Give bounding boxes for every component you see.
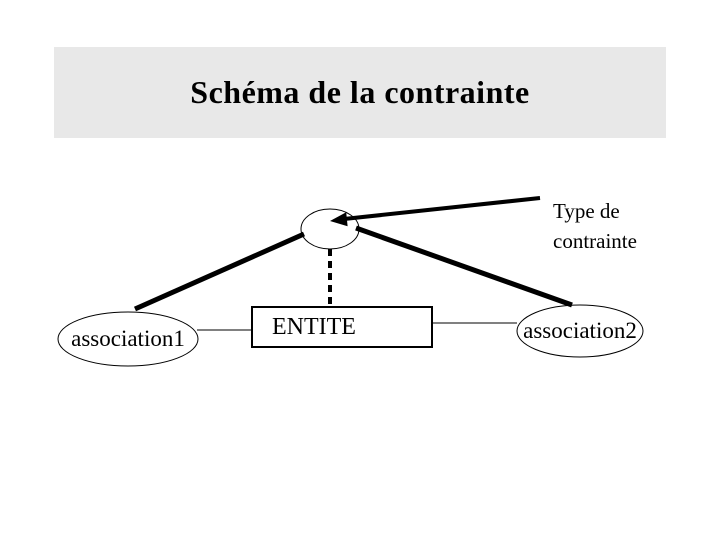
slide-title: Schéma de la contrainte [190,74,530,110]
association1-ellipse [57,311,199,367]
entity-label: ENTITE [272,314,356,340]
entity-rect [251,306,433,348]
constraint-line-association1 [133,231,306,312]
constraint-line-association2 [355,225,573,308]
constraint-type-ellipse [300,208,360,250]
association2-label: association2 [523,318,637,343]
constraint-pointer-line [343,196,541,221]
title-banner: Schéma de la contrainte [54,47,666,138]
constraint-type-label: Type de contrainte [553,199,637,253]
association2-ellipse [516,304,644,358]
constraint-pointer-arrowhead [330,212,348,227]
association1-label: association1 [71,326,185,351]
